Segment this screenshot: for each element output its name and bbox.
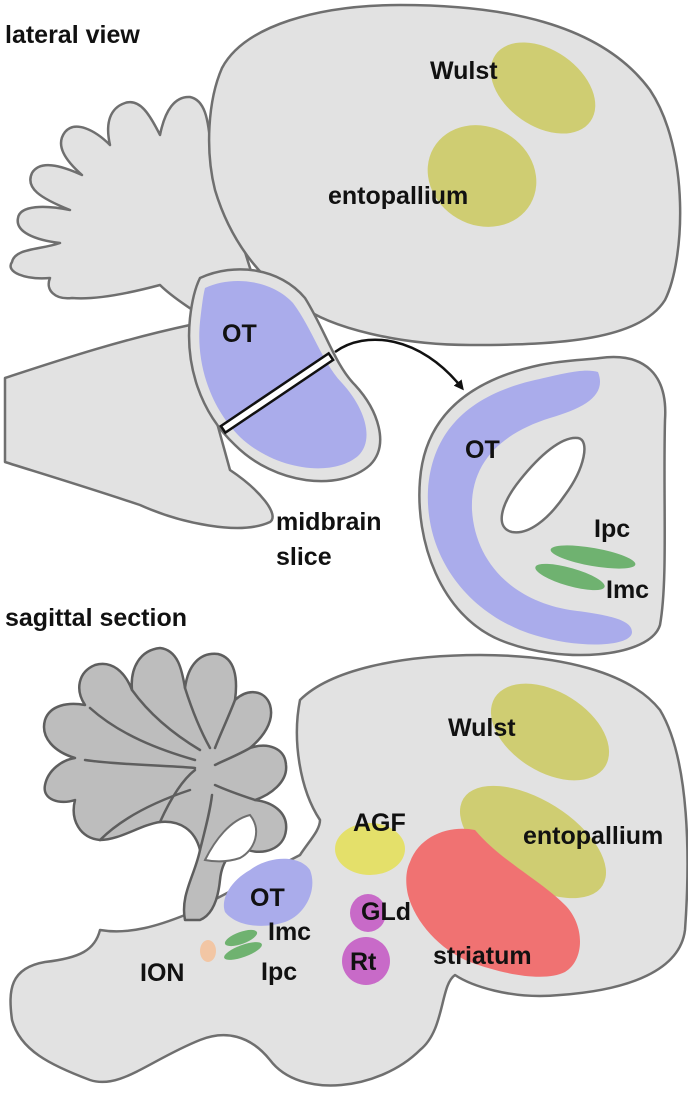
- sagittal-section-heading: sagittal section: [5, 604, 187, 632]
- lateral-view-heading: lateral view: [5, 21, 140, 49]
- slice-arrow: [334, 338, 464, 391]
- entopallium-region: [427, 125, 537, 227]
- sagittal-section-panel: sagittal section: [5, 604, 688, 1087]
- midbrain-slice-label-line2: slice: [276, 543, 332, 571]
- ion-label: ION: [140, 959, 184, 987]
- slice-imc-region: [535, 563, 605, 591]
- wulst-label: Wulst: [430, 57, 498, 85]
- slice-ipc-label: Ipc: [594, 515, 630, 543]
- sagittal-ipc-label: Ipc: [261, 958, 297, 986]
- striatum-label: striatum: [433, 942, 532, 970]
- sagittal-entopallium-region: [459, 785, 607, 899]
- slice-ot-label: OT: [465, 436, 500, 464]
- sagittal-brain-outline: [9, 653, 688, 1087]
- midbrain-slice-label-line1: midbrain: [276, 508, 382, 536]
- gld-region: [350, 894, 386, 932]
- sagittal-entopallium-label: entopallium: [523, 822, 663, 850]
- ion-region: [200, 940, 216, 962]
- striatum-region: [406, 828, 580, 977]
- sagittal-ot-region: [223, 858, 313, 926]
- cerebellar-folia: [83, 686, 257, 852]
- sagittal-wulst-region: [490, 683, 610, 781]
- slice-plane-marker: [219, 351, 335, 435]
- entopallium-label: entopallium: [328, 182, 468, 210]
- slice-ot-region: [427, 370, 632, 645]
- rt-label: Rt: [350, 948, 377, 976]
- agf-region: [335, 823, 405, 875]
- wulst-region: [490, 42, 596, 134]
- cerebellum-outline: [9, 95, 262, 337]
- gld-label: GLd: [361, 898, 411, 926]
- slice-ipc-region: [550, 545, 636, 569]
- sagittal-ipc-region: [224, 942, 262, 960]
- brainstem-outline: [3, 323, 274, 530]
- midbrain-slice: OT Ipc Imc: [418, 355, 667, 657]
- sagittal-imc-label: Imc: [268, 918, 311, 946]
- ot-label: OT: [222, 320, 257, 348]
- sagittal-ot-label: OT: [250, 884, 285, 912]
- sagittal-wulst-label: Wulst: [448, 714, 516, 742]
- lateral-view-panel: lateral view Wulst entopallium OT midbra…: [3, 3, 682, 657]
- sagittal-imc-region: [224, 929, 258, 947]
- slice-imc-label: Imc: [606, 576, 649, 604]
- fourth-ventricle: [203, 813, 258, 863]
- ventricle: [500, 436, 586, 534]
- rt-region: [342, 937, 390, 985]
- agf-label: AGF: [353, 809, 406, 837]
